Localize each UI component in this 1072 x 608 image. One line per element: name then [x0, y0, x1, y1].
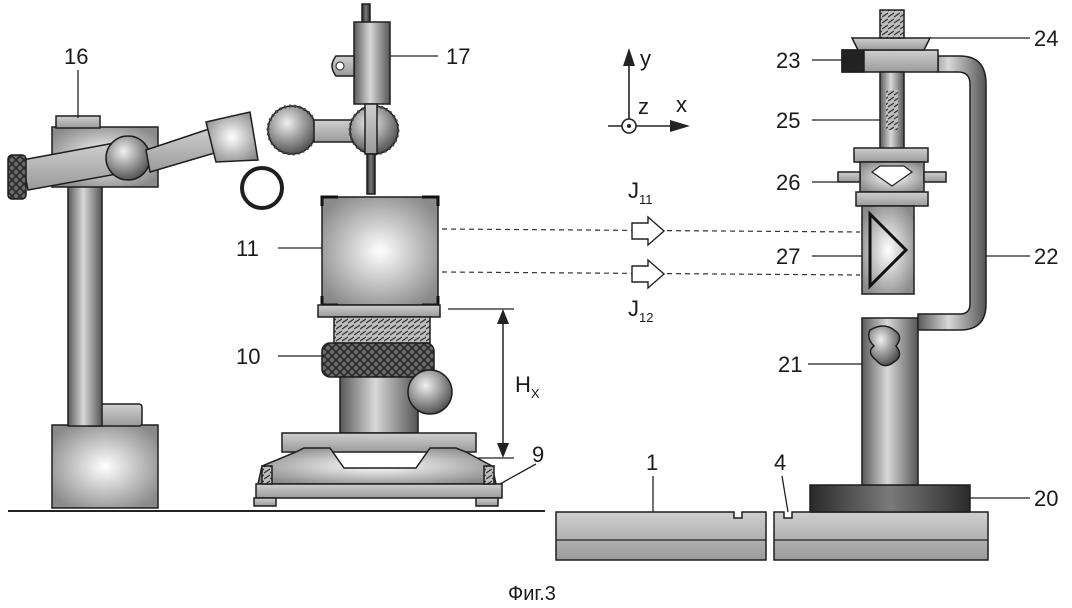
height-label: HX [515, 372, 540, 401]
arm-ball-joint [106, 136, 150, 180]
indicator-lug-hole [336, 62, 344, 70]
lift-screw [334, 317, 430, 343]
dim-arrow-down [497, 443, 509, 458]
arm-knob [8, 155, 26, 199]
beam-j12-label: J12 [628, 296, 653, 325]
indicator-17 [332, 4, 390, 194]
indicator-probe [367, 154, 375, 194]
stand-base [52, 425, 158, 508]
base-spring [484, 466, 494, 484]
x-axis-label: x [676, 92, 687, 117]
beam-arrow-j11 [632, 217, 664, 245]
figure-caption: Фиг.3 [508, 583, 556, 605]
label-16: 16 [64, 44, 88, 69]
arm-ring [242, 168, 282, 208]
rails [556, 512, 988, 560]
lift-table-10 [318, 305, 452, 433]
base-foot [254, 498, 276, 506]
label-4: 4 [774, 450, 786, 475]
rail-4 [774, 512, 988, 560]
workpiece-block [322, 197, 438, 305]
indicator-top-stem [362, 4, 370, 24]
label-23: 23 [776, 48, 800, 73]
lift-knob [322, 343, 434, 377]
arm-link [314, 120, 354, 142]
dim-arrow-up [497, 309, 509, 324]
label-11: 11 [236, 236, 259, 261]
fixture-screw-thread [886, 90, 898, 130]
holder-screw-right [924, 172, 946, 182]
stand-column [68, 180, 102, 426]
base-plate [256, 484, 502, 498]
lift-lock-knob [408, 370, 452, 414]
label-21: 21 [778, 352, 802, 377]
label-25: 25 [776, 108, 800, 133]
indicator-body [354, 22, 390, 104]
label-22: 22 [1034, 244, 1058, 269]
label-27: 27 [776, 244, 800, 269]
axes-triad: y z x [608, 46, 690, 133]
base-9 [254, 433, 502, 506]
label-26: 26 [776, 170, 800, 195]
label-17: 17 [446, 44, 470, 69]
x-arrow [670, 120, 690, 132]
z-axis-dot [627, 124, 631, 128]
fixture-base-20 [810, 485, 970, 512]
beam-arrow-j12 [632, 260, 664, 288]
holder-bottom-26 [856, 192, 928, 206]
base-spring [262, 466, 272, 484]
label-24: 24 [1034, 26, 1058, 51]
label-9: 9 [532, 442, 544, 467]
holder-top-26 [854, 148, 928, 162]
fixture-screw-top [880, 10, 904, 38]
rail-1 [556, 512, 766, 560]
workpiece-11 [322, 197, 438, 305]
label-20: 20 [1034, 486, 1058, 511]
fixture-arm-end [842, 50, 864, 72]
lift-body [340, 377, 418, 433]
y-axis-label: y [640, 46, 651, 71]
lift-plate [318, 305, 440, 317]
arm-elbow [206, 112, 258, 162]
label-1: 1 [646, 450, 658, 475]
z-axis-label: z [638, 94, 649, 119]
fixture-nut-24 [852, 38, 930, 50]
fixture-right [810, 10, 986, 512]
indicator-sleeve [365, 104, 377, 154]
base-slide [258, 448, 496, 484]
holder-screw-left [838, 172, 860, 182]
beam-j11-label: J11 [628, 178, 653, 207]
base-foot [476, 498, 498, 506]
y-arrow [623, 48, 635, 66]
label-10: 10 [236, 344, 260, 369]
